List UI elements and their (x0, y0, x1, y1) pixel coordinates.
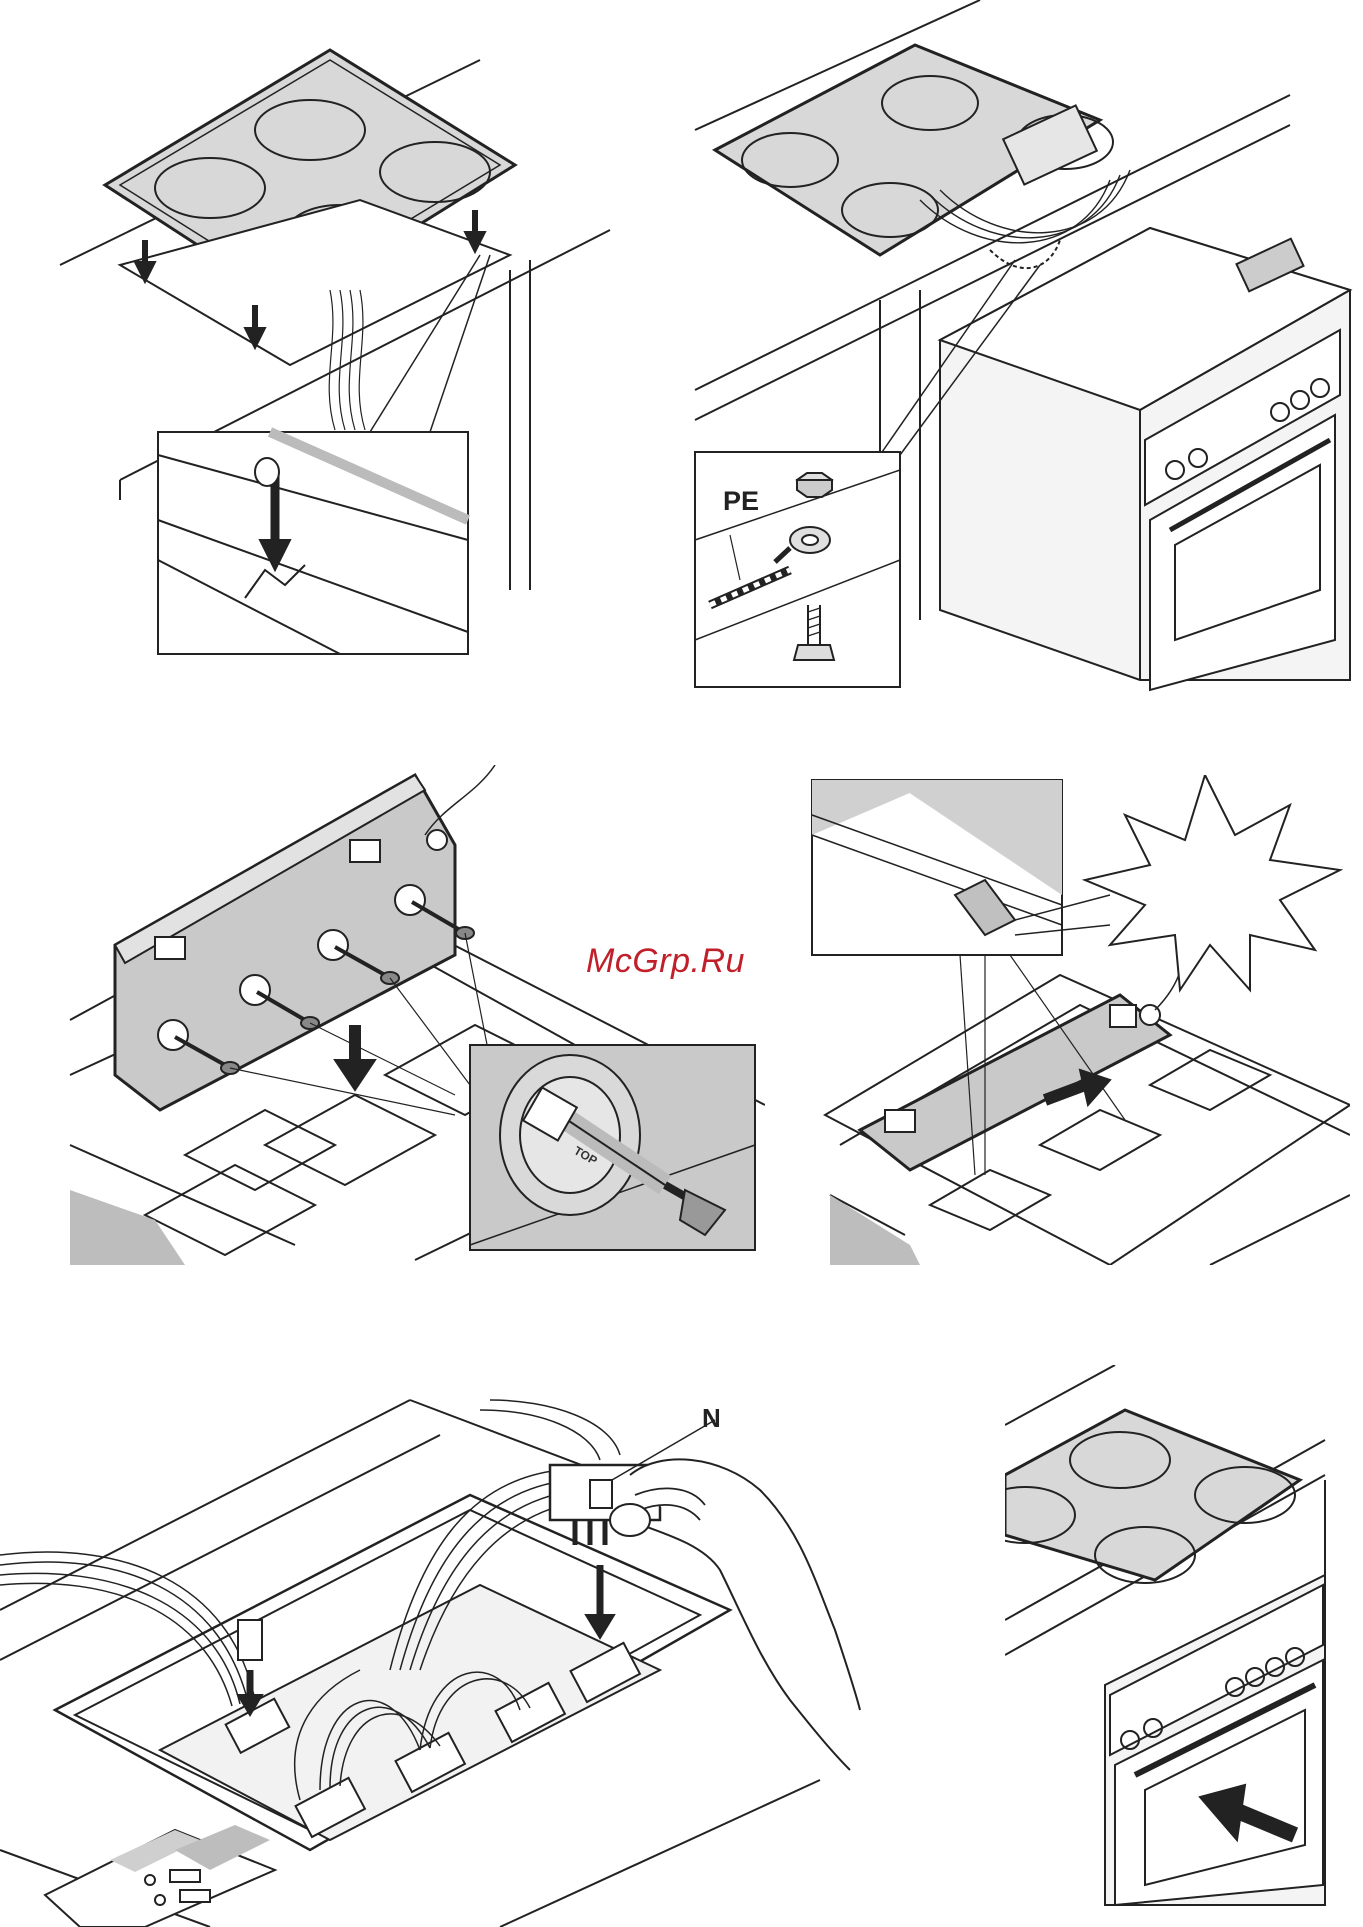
step-3-terminal-box-screws: TOP (65, 765, 765, 1265)
step-6-push-oven-in (1005, 1365, 1363, 1927)
n-label: N (702, 1405, 721, 1431)
step-4-snap-in-detail (810, 775, 1350, 1265)
step-1-hob-insertion (40, 0, 630, 665)
step-2-earth-connection (680, 0, 1360, 700)
watermark-text: McGrp.Ru (586, 944, 745, 978)
step-5-plug-connectors (0, 1370, 880, 1927)
pe-label: PE (723, 488, 759, 515)
